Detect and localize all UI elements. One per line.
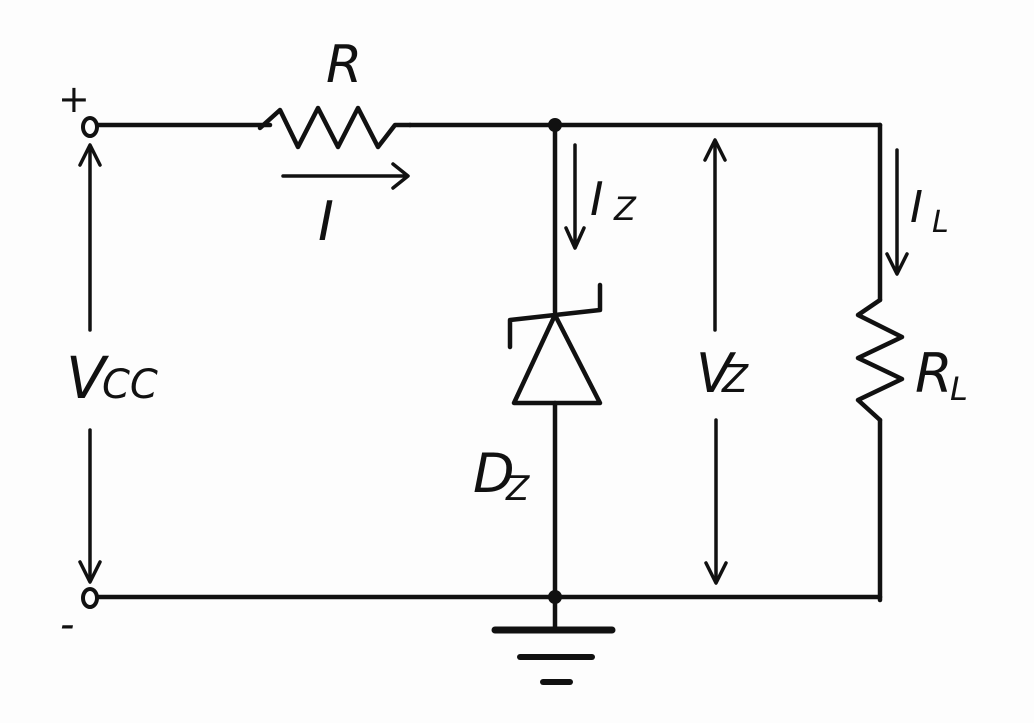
vz-label: V — [696, 342, 737, 405]
vz-sub: Z — [721, 357, 749, 401]
zener-current-sub: Z — [613, 190, 637, 228]
vcc-arrow-head-top — [78, 143, 102, 167]
zener-diode-bar — [507, 282, 603, 350]
junction-bottom — [548, 590, 562, 604]
load-current-arrow — [885, 148, 909, 276]
diode-sub: Z — [505, 469, 530, 509]
zener-diode-triangle — [511, 312, 603, 406]
zener-current-arrow — [564, 143, 586, 250]
vz-arrow-head-bottom — [704, 561, 728, 585]
resistor-rl — [855, 297, 905, 423]
load-current-sub: L — [932, 205, 949, 240]
vcc-sub: CC — [102, 362, 158, 408]
load-resistor-label: R — [915, 342, 953, 405]
current-i-label: I — [318, 190, 334, 253]
vcc-label: V — [66, 344, 110, 412]
vz-arrow-head-top — [703, 138, 727, 162]
diode-label: D — [473, 442, 515, 505]
current-i-arrow — [281, 162, 410, 190]
negative-terminal — [81, 587, 99, 609]
junction-top — [548, 118, 562, 132]
load-current-label: I — [910, 182, 923, 233]
minus-label: - — [60, 602, 74, 648]
plus-label: + — [58, 77, 90, 121]
positive-terminal — [81, 116, 99, 138]
zener-current-label: I — [590, 172, 604, 226]
vcc-arrow-head-bottom — [78, 560, 102, 584]
resistor-r-label: R — [326, 35, 362, 95]
resistor-r — [257, 105, 413, 150]
load-resistor-sub: L — [950, 370, 968, 408]
